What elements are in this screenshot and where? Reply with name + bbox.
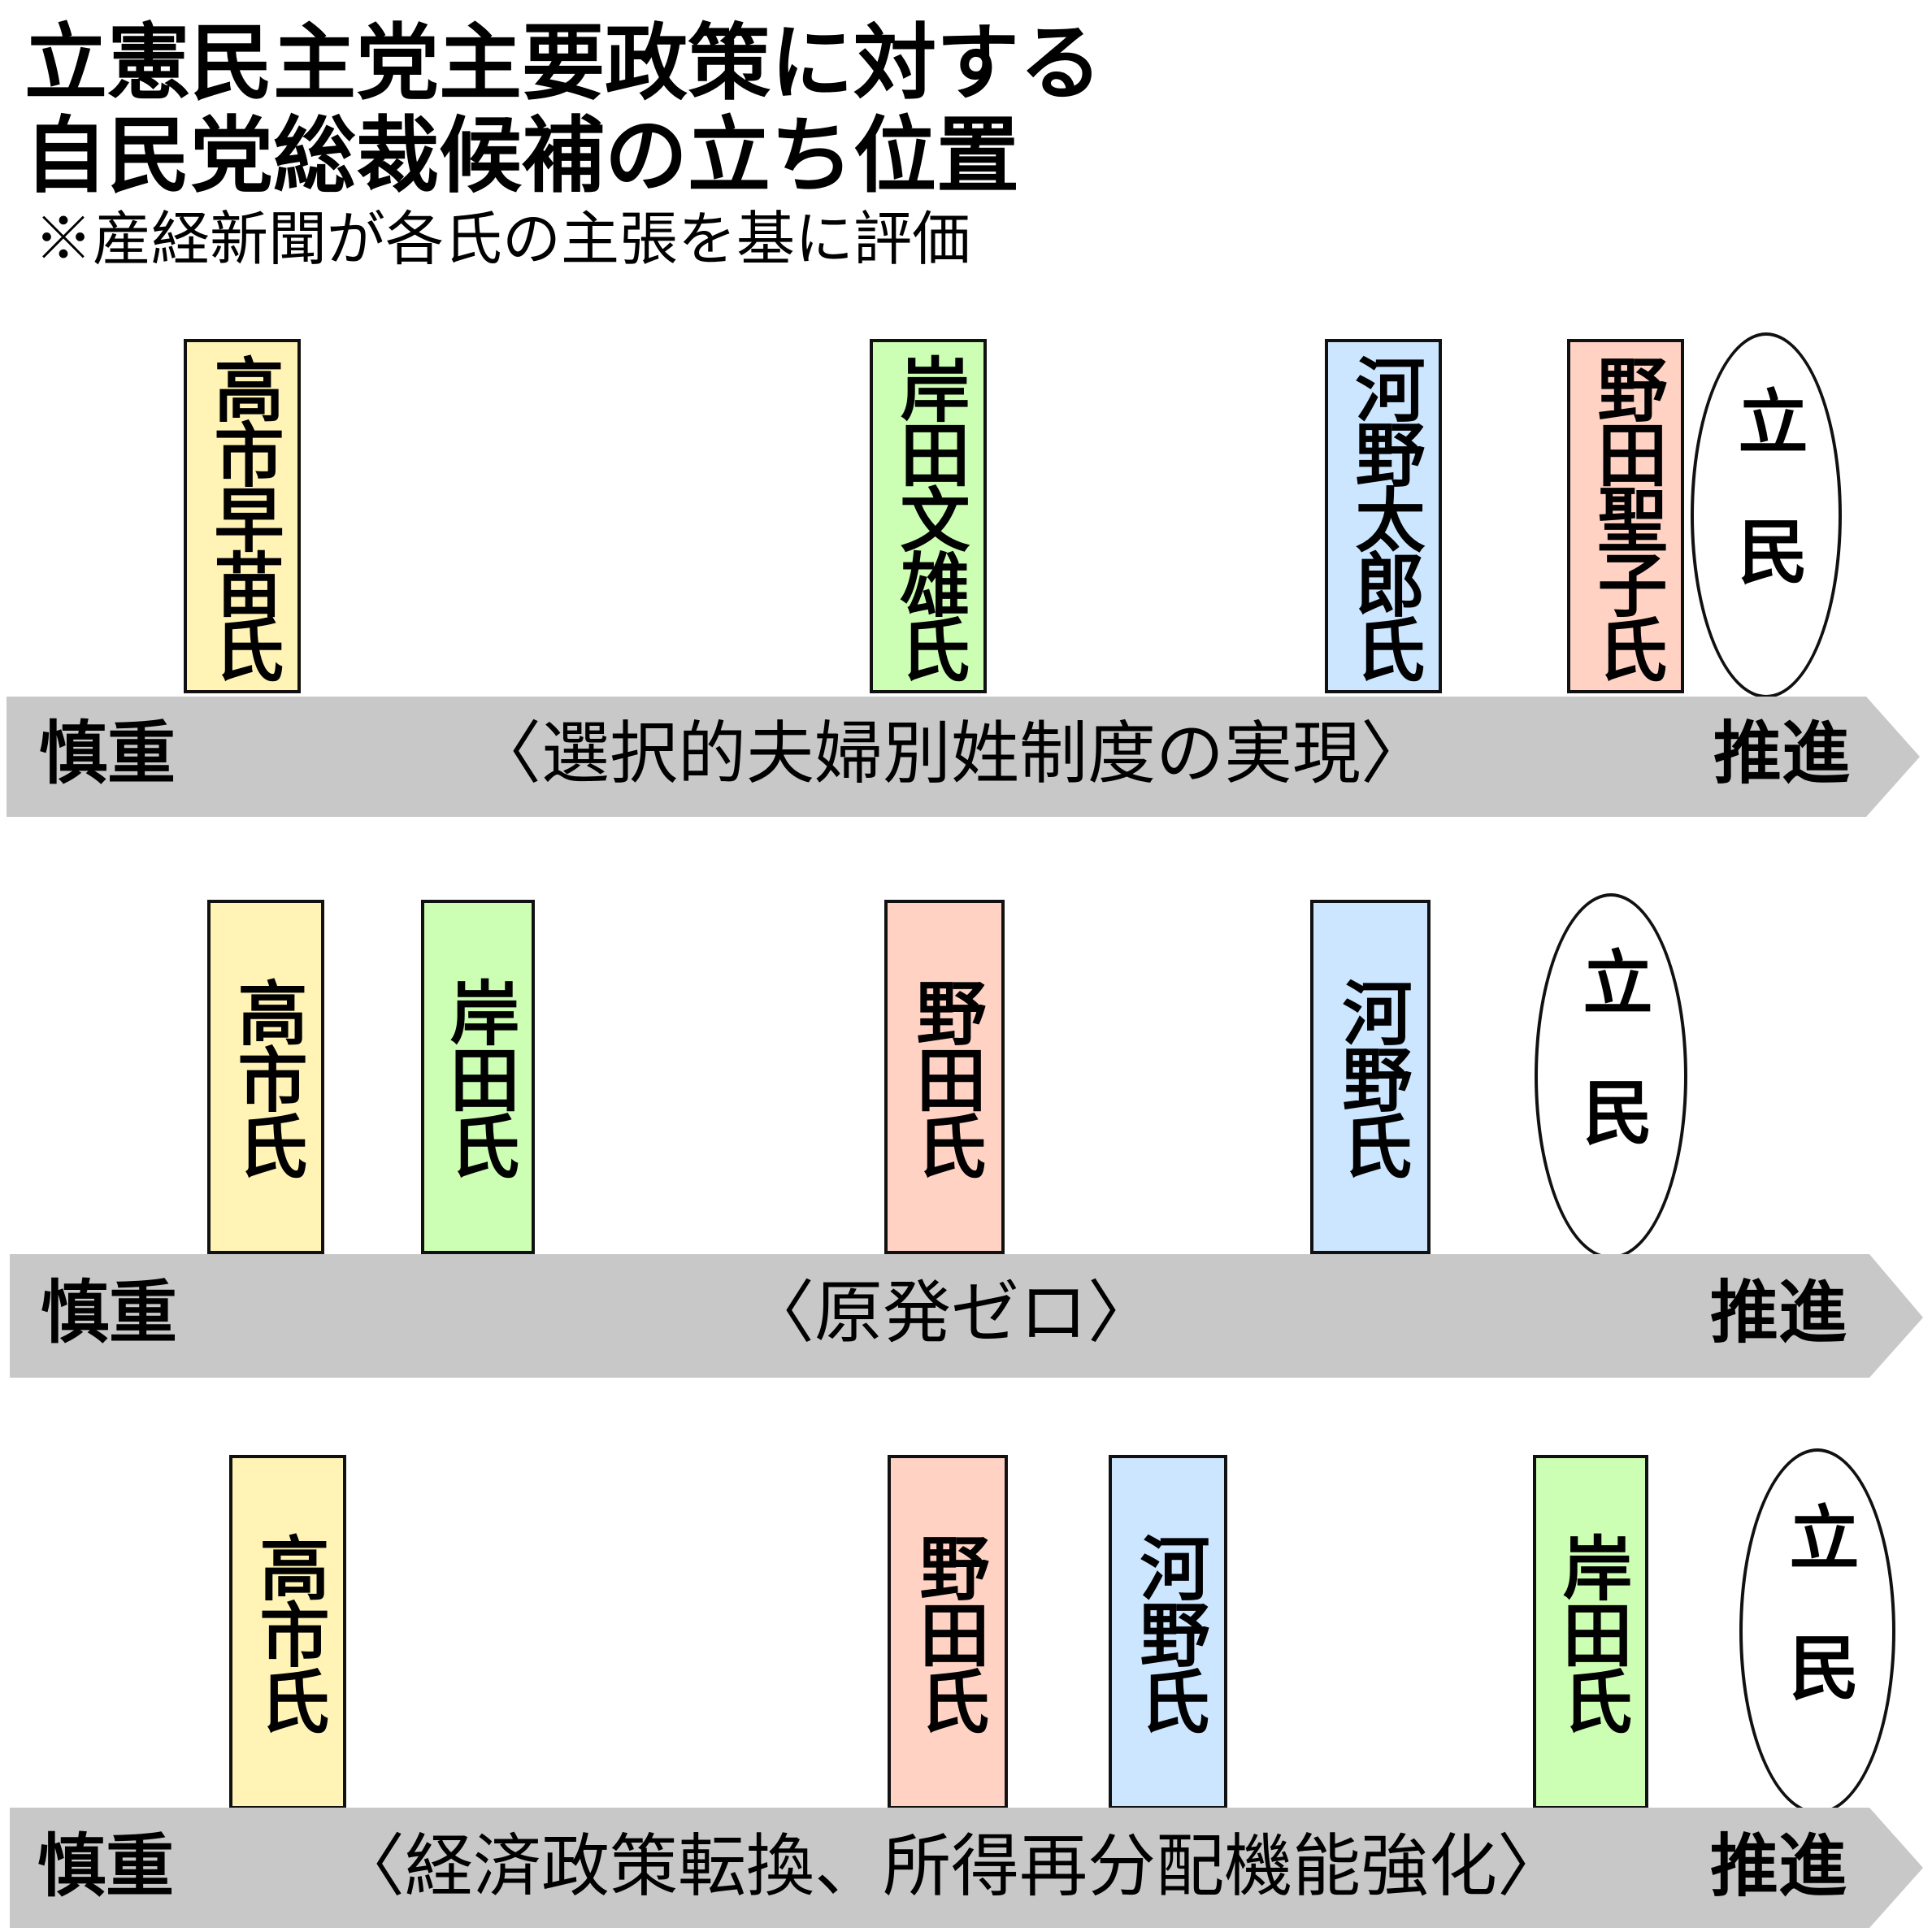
marker-takaichi: 高市氏 — [229, 1455, 346, 1809]
source-note: ※産経新聞が各氏の主張を基に評価 — [34, 205, 971, 273]
marker-noda: 野田氏 — [888, 1455, 1008, 1809]
marker-kono: 河野太郎氏 — [1325, 339, 1442, 693]
marker-label: 岸田氏 — [1550, 1532, 1631, 1732]
marker-kono: 河野氏 — [1310, 900, 1431, 1254]
marker-kono: 河野氏 — [1109, 1455, 1227, 1809]
title-line-1: 立憲民主党主要政策に対する — [24, 15, 1102, 112]
party-cdp: 立民 — [1691, 332, 1842, 698]
marker-label: 高市氏 — [225, 977, 306, 1177]
marker-takaichi: 高市早苗氏 — [184, 339, 301, 693]
axis-left-label: 慎重 — [39, 714, 176, 793]
marker-label: 河野氏 — [1330, 977, 1411, 1177]
scale-economic-policy: 高市氏 野田氏 河野氏 岸田氏 立民 慎重 〈経済政策転換、所得再分配機能強化〉… — [0, 1445, 1932, 1932]
marker-label: 野田氏 — [904, 977, 985, 1177]
axis-left-label: 慎重 — [37, 1826, 175, 1906]
marker-label: 岸田文雄氏 — [888, 354, 969, 679]
party-label: 立民 — [1726, 385, 1807, 645]
marker-label: 野田聖子氏 — [1585, 354, 1666, 679]
marker-kishida: 岸田氏 — [1533, 1455, 1648, 1809]
marker-noda: 野田氏 — [884, 900, 1005, 1254]
axis-left-label: 慎重 — [41, 1273, 178, 1352]
scale-separate-surnames: 高市早苗氏 岸田文雄氏 河野太郎氏 野田聖子氏 立民 慎重 〈選択的夫婦別姓制度… — [0, 329, 1932, 821]
marker-noda: 野田聖子氏 — [1567, 339, 1684, 693]
marker-kishida: 岸田文雄氏 — [870, 339, 987, 693]
axis-topic-label: 〈原発ゼロ〉 — [745, 1273, 1157, 1352]
axis-arrow — [7, 697, 1920, 817]
marker-takaichi: 高市氏 — [207, 900, 324, 1254]
marker-label: 岸田氏 — [437, 977, 519, 1177]
axis-arrow — [10, 1808, 1923, 1928]
axis-right-label: 推進 — [1713, 714, 1851, 793]
marker-label: 野田氏 — [907, 1532, 988, 1732]
party-label: 立民 — [1777, 1501, 1858, 1761]
axis-topic-label: 〈選択的夫婦別姓制度の実現〉 — [472, 714, 1430, 793]
marker-label: 高市氏 — [247, 1532, 328, 1732]
marker-label: 河野氏 — [1127, 1532, 1209, 1732]
axis-arrow — [10, 1254, 1923, 1378]
party-cdp: 立民 — [1535, 893, 1687, 1259]
axis-right-label: 推進 — [1710, 1273, 1847, 1352]
title-line-2: 自民党総裁候補の立ち位置 — [24, 108, 1019, 205]
party-cdp: 立民 — [1739, 1448, 1895, 1814]
marker-label: 河野太郎氏 — [1343, 354, 1424, 679]
marker-label: 高市早苗氏 — [202, 354, 283, 679]
party-label: 立民 — [1570, 946, 1652, 1206]
axis-right-label: 推進 — [1710, 1826, 1847, 1906]
marker-kishida: 岸田氏 — [421, 900, 535, 1254]
axis-topic-label: 〈経済政策転換、所得再分配機能強化〉 — [336, 1826, 1566, 1906]
scale-zero-nuclear: 高市氏 岸田氏 野田氏 河野氏 立民 慎重 〈原発ゼロ〉 推進 — [0, 890, 1932, 1382]
